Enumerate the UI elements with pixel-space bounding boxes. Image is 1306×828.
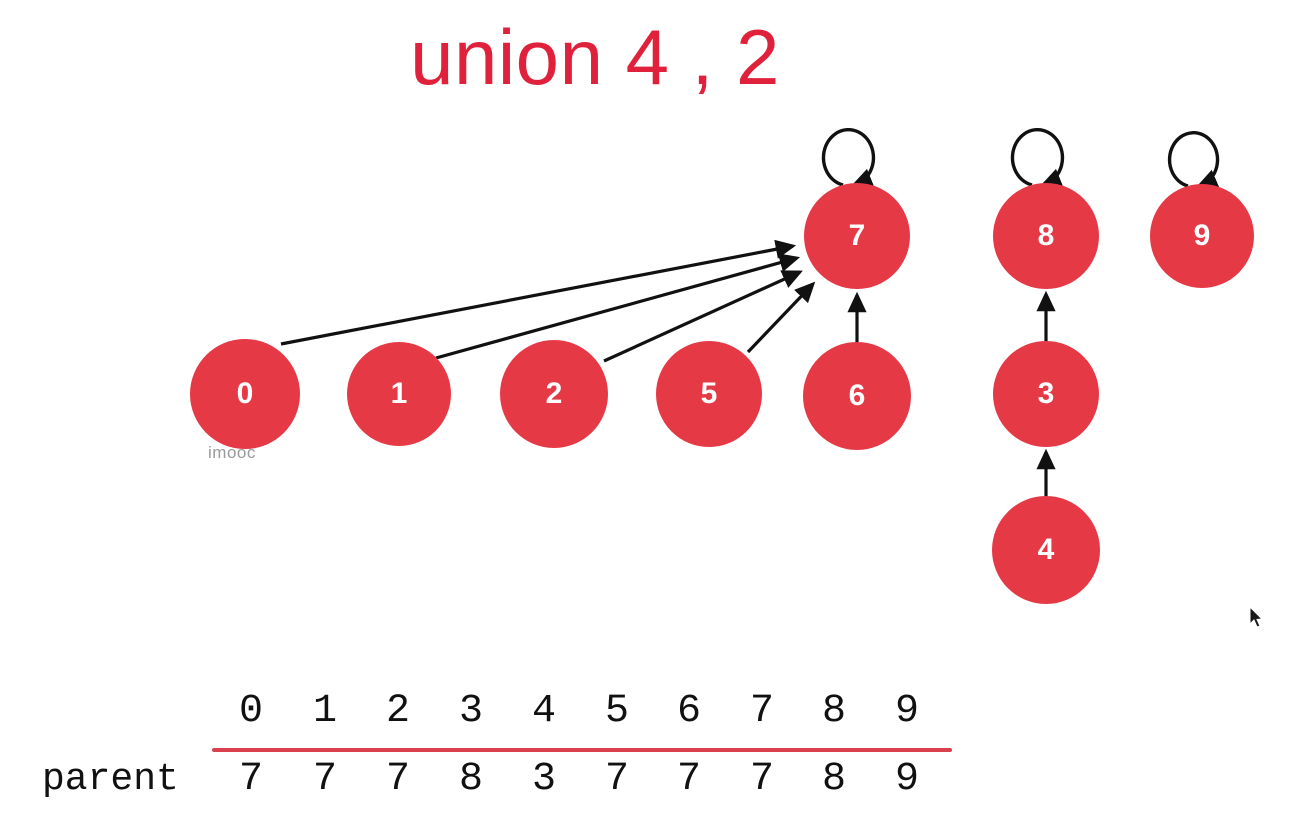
mouse-cursor-icon — [1249, 606, 1264, 628]
node-label: 7 — [848, 219, 866, 252]
node-label: 4 — [1037, 533, 1055, 566]
table-cell: 7 — [385, 757, 410, 802]
page-title: union 4 , 2 — [410, 13, 780, 101]
table-cell: 7 — [312, 757, 337, 802]
self-loop-9 — [1167, 131, 1220, 189]
parent-table: 0 1 2 3 4 5 6 7 8 9 parent 7 7 7 8 3 7 7… — [0, 688, 1306, 818]
edge-5-to-7 — [746, 281, 816, 354]
table-cell: 7 — [676, 757, 701, 802]
table-cell: 7 — [238, 757, 263, 802]
parent-row-label: parent — [42, 758, 179, 801]
table-parent-row: 7 7 7 8 3 7 7 7 8 9 — [0, 756, 1306, 804]
node-label: 6 — [848, 379, 866, 412]
table-header-cell: 3 — [458, 689, 483, 734]
self-loop-7 — [821, 127, 876, 188]
table-cell: 9 — [894, 757, 919, 802]
table-header-row: 0 1 2 3 4 5 6 7 8 9 — [0, 688, 1306, 736]
table-header-cell: 8 — [821, 689, 846, 734]
node-label: 8 — [1037, 219, 1055, 252]
graph-node-1[interactable]: 1 — [347, 342, 451, 446]
table-header-cell: 2 — [385, 689, 410, 734]
graph-node-9[interactable]: 9 — [1150, 184, 1254, 288]
edge-0-to-7 — [280, 239, 797, 346]
table-header-cell: 9 — [894, 689, 919, 734]
watermark-label: imooc — [208, 443, 256, 462]
table-header-cell: 0 — [238, 689, 263, 734]
table-cell: 7 — [749, 757, 774, 802]
table-cell: 8 — [458, 757, 483, 802]
table-header-cell: 5 — [604, 689, 629, 734]
edge-1-to-7 — [435, 253, 801, 360]
node-label: 2 — [545, 377, 563, 410]
self-loop-8 — [1010, 127, 1065, 188]
graph-node-0[interactable]: 0 — [190, 339, 300, 449]
table-header-cell: 6 — [676, 689, 701, 734]
node-label: 5 — [700, 377, 718, 410]
table-header-cell: 1 — [312, 689, 337, 734]
table-divider-rule — [212, 748, 952, 752]
graph-node-3[interactable]: 3 — [993, 341, 1099, 447]
graph-node-6[interactable]: 6 — [803, 342, 911, 450]
table-cell: 8 — [821, 757, 846, 802]
node-label: 9 — [1193, 219, 1211, 252]
table-cell: 7 — [604, 757, 629, 802]
table-cell: 3 — [531, 757, 556, 802]
node-label: 0 — [236, 377, 254, 410]
table-header-cell: 4 — [531, 689, 556, 734]
graph-node-5[interactable]: 5 — [656, 341, 762, 447]
graph-node-8[interactable]: 8 — [993, 183, 1099, 289]
graph-node-2[interactable]: 2 — [500, 340, 608, 448]
node-label: 1 — [390, 377, 408, 410]
graph-node-7[interactable]: 7 — [804, 183, 910, 289]
node-label: 3 — [1037, 377, 1055, 410]
graph-node-4[interactable]: 4 — [992, 496, 1100, 604]
table-header-cell: 7 — [749, 689, 774, 734]
